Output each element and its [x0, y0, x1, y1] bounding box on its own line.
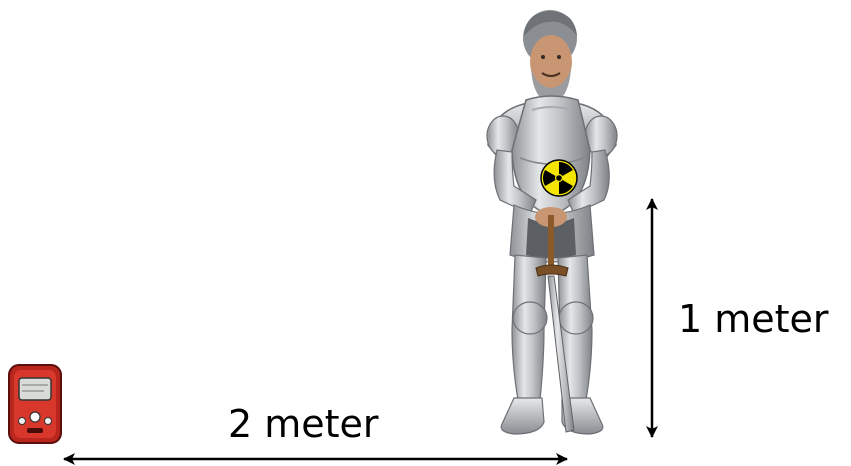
radiation-symbol-icon	[540, 159, 578, 197]
vertical-distance-label: 1 meter	[678, 297, 829, 341]
sword-icon	[535, 215, 575, 433]
horizontal-distance-label: 2 meter	[228, 402, 379, 446]
radiation-detector-icon	[8, 364, 62, 444]
armored-person-figure	[486, 10, 618, 435]
